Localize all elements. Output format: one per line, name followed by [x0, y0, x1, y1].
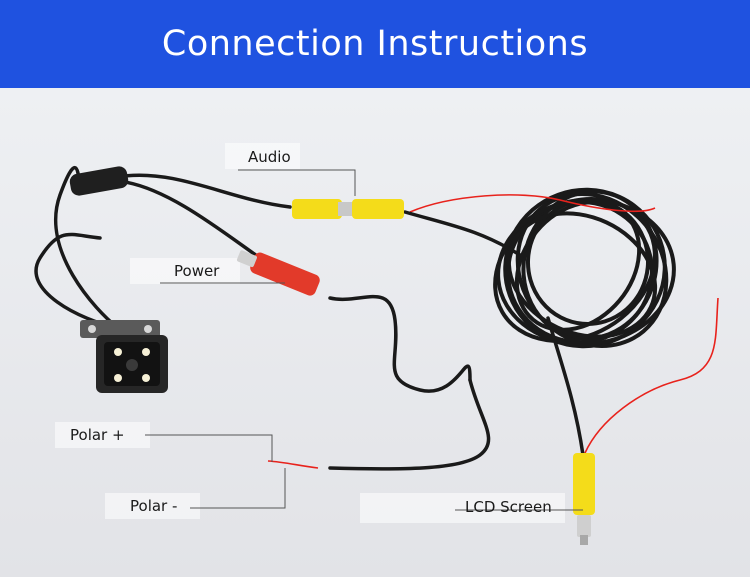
page-title: Connection Instructions — [161, 24, 589, 64]
audio-label-backdrop — [225, 143, 300, 169]
lcd-screen-label-backdrop — [360, 493, 565, 523]
polar-plus-label: Polar + — [70, 426, 125, 444]
lens-icon — [126, 359, 138, 371]
title-banner: Connection Instructions — [0, 0, 750, 88]
audio-rca-connectors — [292, 199, 404, 219]
lcd-rca-connector — [573, 453, 595, 545]
polar-minus-label: Polar - — [130, 497, 178, 515]
polar-minus-label-backdrop — [105, 493, 200, 519]
power-label: Power — [174, 262, 220, 280]
led-icon — [142, 374, 150, 382]
audio-label: Audio — [248, 148, 291, 166]
cable-splitter — [69, 166, 129, 196]
lcd-screen-label: LCD Screen — [465, 498, 552, 516]
power-label-backdrop — [130, 258, 240, 284]
led-icon — [142, 348, 150, 356]
black-cables — [34, 165, 585, 471]
polar-plus-label-backdrop — [55, 422, 150, 448]
leader-lines — [145, 169, 583, 511]
led-icon — [114, 374, 122, 382]
coiled-cable — [493, 187, 676, 349]
camera — [80, 320, 168, 393]
power-dc-connector — [236, 250, 320, 296]
led-icon — [114, 348, 122, 356]
